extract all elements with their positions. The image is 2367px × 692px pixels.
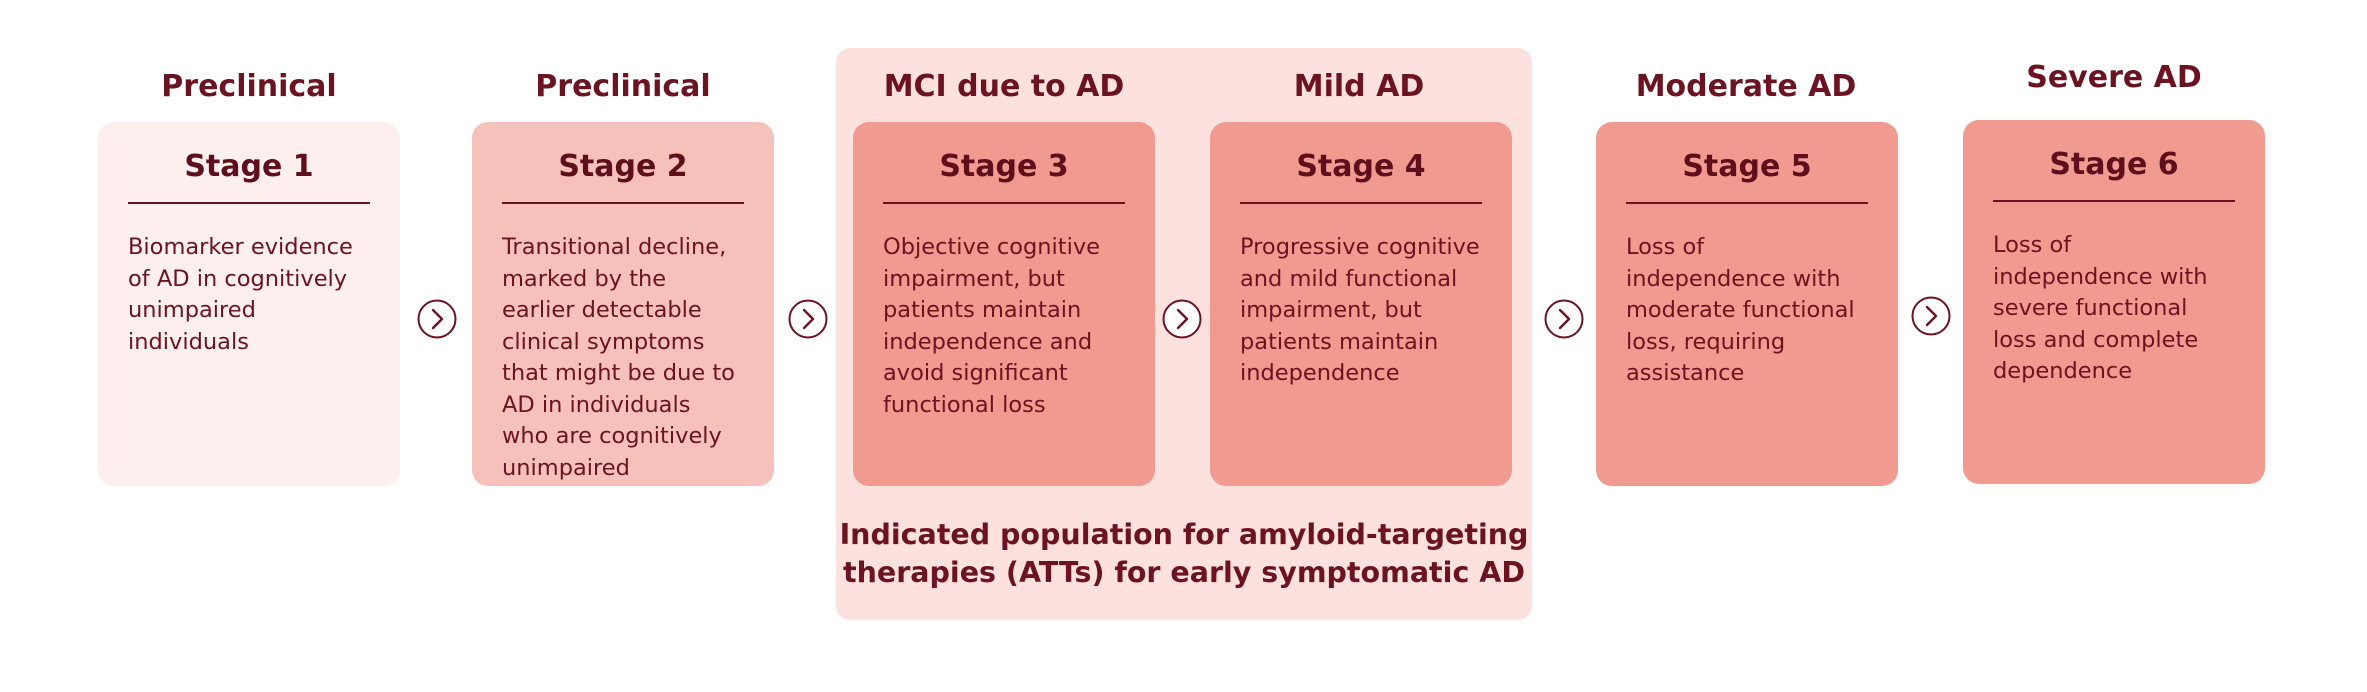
stage-2-description: Transitional decline, marked by the earl… bbox=[502, 234, 735, 481]
chevron-right-circle-icon bbox=[788, 299, 828, 339]
indicated-population-line-1: Indicated population for amyloid-targeti… bbox=[839, 518, 1529, 551]
stage-6-description: Loss of independence with severe functio… bbox=[1993, 232, 2208, 384]
stage-5-description: Loss of independence with moderate funct… bbox=[1626, 234, 1855, 386]
stage-6-header: Severe AD bbox=[2026, 60, 2202, 95]
stage-6-title: Stage 6 bbox=[1993, 150, 2235, 202]
chevron-right-circle-icon bbox=[417, 299, 457, 339]
stage-3-description: Objective cognitive impairment, but pati… bbox=[883, 234, 1101, 418]
indicated-population-line-2: therapies (ATTs) for early symptomatic A… bbox=[843, 556, 1525, 589]
stage-3-title: Stage 3 bbox=[883, 152, 1125, 204]
indicated-population-caption: Indicated population for amyloid-targeti… bbox=[836, 516, 1532, 592]
stage-3-header: MCI due to AD bbox=[883, 69, 1125, 104]
chevron-right-circle-icon bbox=[1911, 296, 1951, 336]
stage-4-description: Progressive cognitive and mild functiona… bbox=[1240, 234, 1480, 386]
stage-5-title: Stage 5 bbox=[1626, 152, 1868, 204]
stage-1-title: Stage 1 bbox=[128, 152, 370, 204]
stage-5-header: Moderate AD bbox=[1635, 69, 1857, 104]
stage-2-header: Preclinical bbox=[535, 69, 711, 104]
stage-1-card: Stage 1 Biomarker evidence of AD in cogn… bbox=[98, 122, 400, 486]
chevron-right-circle-icon bbox=[1162, 299, 1202, 339]
stage-4-card: Stage 4 Progressive cognitive and mild f… bbox=[1210, 122, 1512, 486]
chevron-right-circle-icon bbox=[1544, 299, 1584, 339]
stage-2-title: Stage 2 bbox=[502, 152, 744, 204]
stage-6-card: Stage 6 Loss of independence with severe… bbox=[1963, 120, 2265, 484]
stage-3-card: Stage 3 Objective cognitive impairment, … bbox=[853, 122, 1155, 486]
stage-4-title: Stage 4 bbox=[1240, 152, 1482, 204]
stage-2-card: Stage 2 Transitional decline, marked by … bbox=[472, 122, 774, 486]
stage-4-header: Mild AD bbox=[1293, 69, 1425, 104]
stage-1-description: Biomarker evidence of AD in cognitively … bbox=[128, 234, 353, 355]
stage-5-card: Stage 5 Loss of independence with modera… bbox=[1596, 122, 1898, 486]
stage-1-header: Preclinical bbox=[161, 69, 337, 104]
